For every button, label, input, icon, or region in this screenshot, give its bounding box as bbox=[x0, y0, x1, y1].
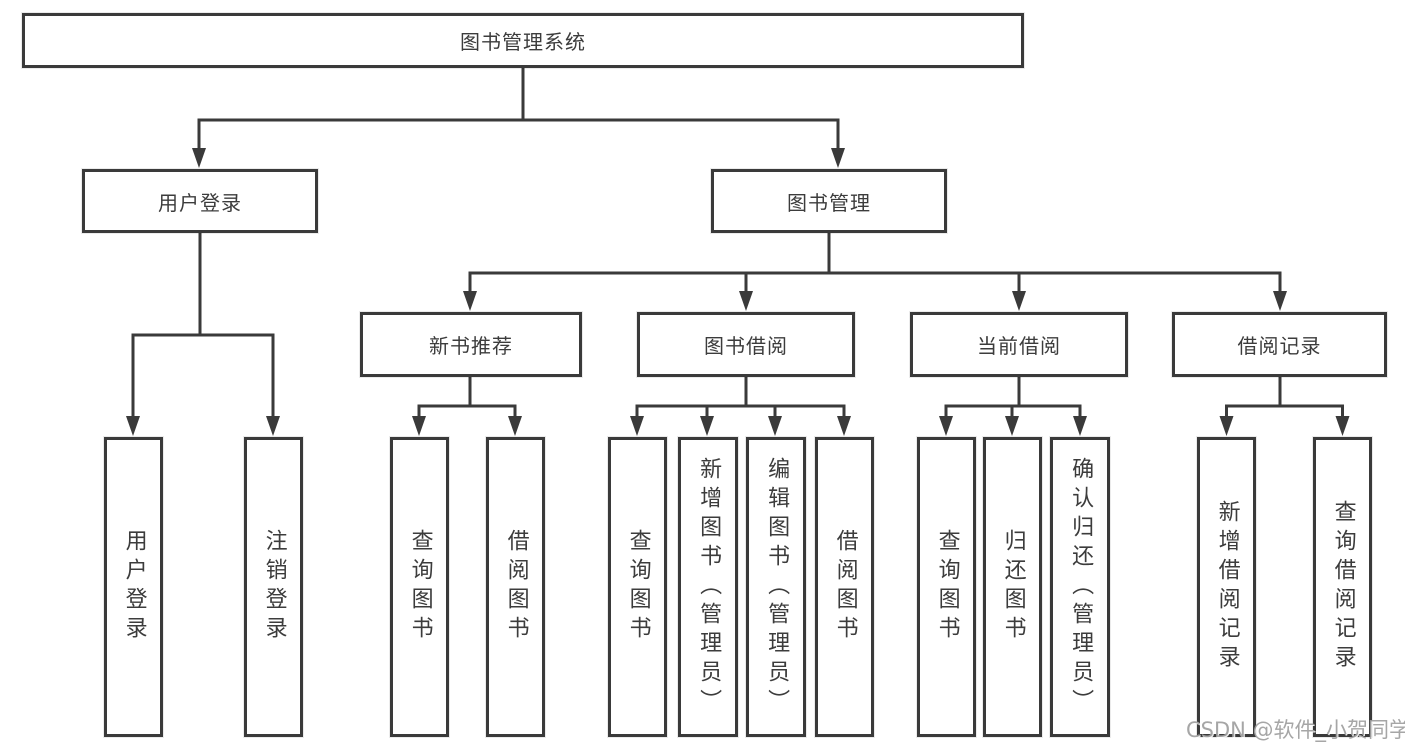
node-label: 图书管理系统 bbox=[460, 30, 586, 54]
node-label: 查询图书 bbox=[934, 529, 960, 645]
node-current-borrowing: 当前借阅 bbox=[910, 312, 1128, 377]
node-library-management-system: 图书管理系统 bbox=[22, 13, 1024, 68]
node-label: 确认归还（管理员） bbox=[1068, 456, 1094, 718]
node-label: 图书借阅 bbox=[704, 334, 788, 358]
leaf-confirm-return-admin: 确认归还（管理员） bbox=[1050, 437, 1110, 737]
leaf-user-login: 用户登录 bbox=[104, 437, 163, 737]
node-label: 归还图书 bbox=[1000, 529, 1026, 645]
node-new-book-recommendation: 新书推荐 bbox=[360, 312, 582, 377]
node-label: 注销登录 bbox=[261, 529, 287, 645]
leaf-query-books: 查询图书 bbox=[917, 437, 976, 737]
node-label: 新增图书（管理员） bbox=[696, 456, 722, 718]
node-user-login: 用户登录 bbox=[82, 169, 318, 233]
node-label: 用户登录 bbox=[158, 190, 242, 215]
node-label: 查询图书 bbox=[407, 529, 433, 645]
leaf-borrow-books: 借阅图书 bbox=[815, 437, 874, 737]
leaf-return-books: 归还图书 bbox=[983, 437, 1042, 737]
node-label: 当前借阅 bbox=[977, 334, 1061, 358]
leaf-add-books-admin: 新增图书（管理员） bbox=[678, 437, 738, 737]
node-label: 图书管理 bbox=[787, 190, 871, 215]
node-label: 新增借阅记录 bbox=[1214, 500, 1240, 674]
node-borrowing-records: 借阅记录 bbox=[1172, 312, 1387, 377]
node-label: 新书推荐 bbox=[429, 334, 513, 358]
node-label: 借阅图书 bbox=[503, 529, 529, 645]
leaf-query-books: 查询图书 bbox=[608, 437, 667, 737]
node-label: 借阅记录 bbox=[1237, 334, 1322, 358]
leaf-query-books: 查询图书 bbox=[390, 437, 449, 737]
leaf-logout: 注销登录 bbox=[244, 437, 303, 737]
leaf-borrow-books: 借阅图书 bbox=[486, 437, 545, 737]
leaf-add-borrow-record: 新增借阅记录 bbox=[1197, 437, 1256, 737]
node-book-management: 图书管理 bbox=[711, 169, 947, 233]
node-label: 借阅图书 bbox=[832, 529, 858, 645]
leaf-query-borrow-record: 查询借阅记录 bbox=[1313, 437, 1372, 737]
node-label: 用户登录 bbox=[121, 529, 147, 645]
node-book-borrowing: 图书借阅 bbox=[637, 312, 855, 377]
leaf-edit-books-admin: 编辑图书（管理员） bbox=[746, 437, 806, 737]
node-label: 查询图书 bbox=[625, 529, 651, 645]
node-label: 查询借阅记录 bbox=[1330, 500, 1356, 674]
node-label: 编辑图书（管理员） bbox=[764, 456, 790, 718]
csdn-watermark: CSDN @软件_小贺同学 bbox=[1186, 718, 1405, 742]
